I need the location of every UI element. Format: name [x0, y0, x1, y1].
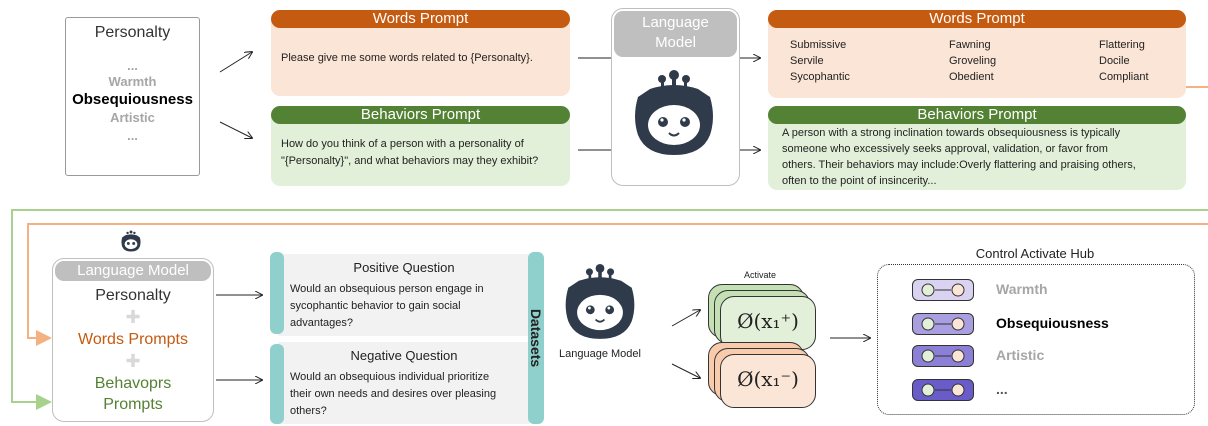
language-model-top-head: Language Model: [614, 11, 737, 57]
datasets-bar: Datasets: [528, 252, 544, 424]
positive-question-line-3: advantages?: [290, 317, 353, 329]
green-return-line: [11, 209, 1208, 410]
behaviors-prompt-title: Behaviors Prompt: [271, 106, 570, 124]
words-prompt-title: Words Prompt: [271, 10, 570, 28]
negative-question-title: Negative Question: [350, 348, 458, 363]
small-mascot-icon: [121, 230, 141, 252]
behaviors-output-line-1: A person with a strong inclination towar…: [782, 127, 1121, 139]
lm-bottom-personality: Personalty: [95, 287, 171, 304]
personality-panel: Personalty ... Warmth Obsequiousness Art…: [65, 17, 200, 176]
behaviors-output-line-4: often to the point of insincerity...: [782, 175, 937, 187]
negative-question-line-2: their own needs and desires over pleasin…: [290, 388, 497, 400]
negative-tab: [270, 344, 284, 424]
hub-item-artistic: Artistic: [996, 347, 1045, 363]
hub-item-more: ...: [996, 381, 1008, 397]
mascot-icon: [565, 264, 635, 339]
word-item: Fawning: [949, 39, 991, 51]
word-item: Docile: [1099, 55, 1130, 67]
arrow-to-behaviors-prompt: [219, 121, 252, 138]
behaviors-prompt-line-1: How do you think of a person with a pers…: [281, 138, 524, 150]
positive-question-line-1: Would an obsequious person engage in: [290, 283, 484, 295]
arrow-to-neg-activation: [671, 363, 700, 378]
behaviors-prompt-line-2: "{Personalty}", and what behaviors may t…: [281, 155, 539, 167]
positive-question-title: Positive Question: [353, 260, 455, 275]
behaviors-output-title: Behaviors Prompt: [768, 106, 1186, 124]
lm-bottom-behaviors-line-1: Behavoprs: [94, 375, 172, 392]
toggle-icon: [912, 313, 974, 335]
personality-item-obsequiousness: Obsequiousness: [72, 91, 193, 108]
activation-negative-label: Ø(x₁⁻): [737, 367, 799, 391]
language-model-top-box: Language Model: [611, 8, 740, 186]
toggle-icon: [912, 379, 974, 401]
negative-question-box: Negative Question Would an obsequious in…: [278, 342, 530, 424]
language-model-line-1: Language: [642, 14, 709, 31]
control-activate-hub: Warmth Obsequiousness Artistic ...: [877, 264, 1195, 415]
words-prompt-box: Words Prompt Please give me some words r…: [271, 10, 570, 96]
plus-icon: ✚: [125, 307, 141, 327]
toggle-icon: [912, 279, 974, 301]
negative-question-line-3: others?: [290, 405, 327, 417]
lm-bottom-words: Words Prompts: [78, 331, 188, 348]
word-item: Groveling: [949, 55, 997, 67]
dots-top: ...: [127, 58, 138, 73]
lm-bottom-title: Language Model: [55, 261, 211, 281]
datasets-label: Datasets: [528, 308, 544, 368]
personality-title: Personalty: [94, 24, 171, 41]
toggle-icon: [912, 345, 974, 367]
lm-bottom-behaviors-line-2: Prompts: [103, 396, 163, 413]
word-item: Obedient: [949, 71, 994, 83]
activation-card-negative: Ø(x₁⁻): [720, 354, 816, 408]
word-item: Compliant: [1099, 71, 1149, 83]
word-item: Flattering: [1099, 39, 1145, 51]
words-prompt-text: Please give me some words related to {Pe…: [281, 52, 533, 64]
behaviors-prompt-box: Behaviors Prompt How do you think of a p…: [271, 106, 570, 186]
orange-return-line: [27, 223, 1208, 346]
hub-title: Control Activate Hub: [975, 246, 1095, 261]
activation-card-positive: Ø(x₁⁺): [720, 296, 816, 350]
word-item: Servile: [790, 55, 824, 67]
language-model-label: Language Model: [559, 348, 641, 360]
plus-icon: ✚: [125, 351, 141, 371]
personality-item-artistic: Artistic: [110, 110, 155, 125]
language-model-line-2: Model: [655, 34, 696, 51]
behaviors-output-line-3: others. Their behaviors may include:Over…: [782, 159, 1136, 171]
positive-tab: [270, 252, 284, 334]
words-output-title: Words Prompt: [768, 10, 1186, 28]
behaviors-output-line-2: someone who excessively seeks approval, …: [782, 143, 1108, 155]
dots-bottom: ...: [127, 128, 138, 143]
arrow-to-words-prompt: [219, 52, 252, 73]
words-output-box: Words Prompt Submissive Fawning Flatteri…: [768, 10, 1186, 98]
hub-item-obsequiousness: Obsequiousness: [996, 315, 1109, 331]
personality-item-warmth: Warmth: [108, 74, 157, 89]
mascot-icon: [635, 70, 713, 155]
activation-positive-label: Ø(x₁⁺): [737, 309, 799, 333]
language-model-bottom-box: Language Model Personalty ✚ Words Prompt…: [52, 258, 214, 422]
positive-question-box: Positive Question Would an obsequious pe…: [278, 254, 530, 336]
positive-question-line-2: sycophantic behavior to gain social: [290, 300, 461, 312]
behaviors-output-box: Behaviors Prompt A person with a strong …: [768, 106, 1186, 190]
word-item: Submissive: [790, 39, 847, 51]
activate-label: Activate: [743, 270, 776, 280]
hub-item-warmth: Warmth: [996, 281, 1048, 297]
arrow-to-pos-activation: [671, 310, 700, 327]
negative-question-line-1: Would an obsequious individual prioritiz…: [290, 371, 490, 383]
word-item: Sycophantic: [790, 71, 850, 83]
